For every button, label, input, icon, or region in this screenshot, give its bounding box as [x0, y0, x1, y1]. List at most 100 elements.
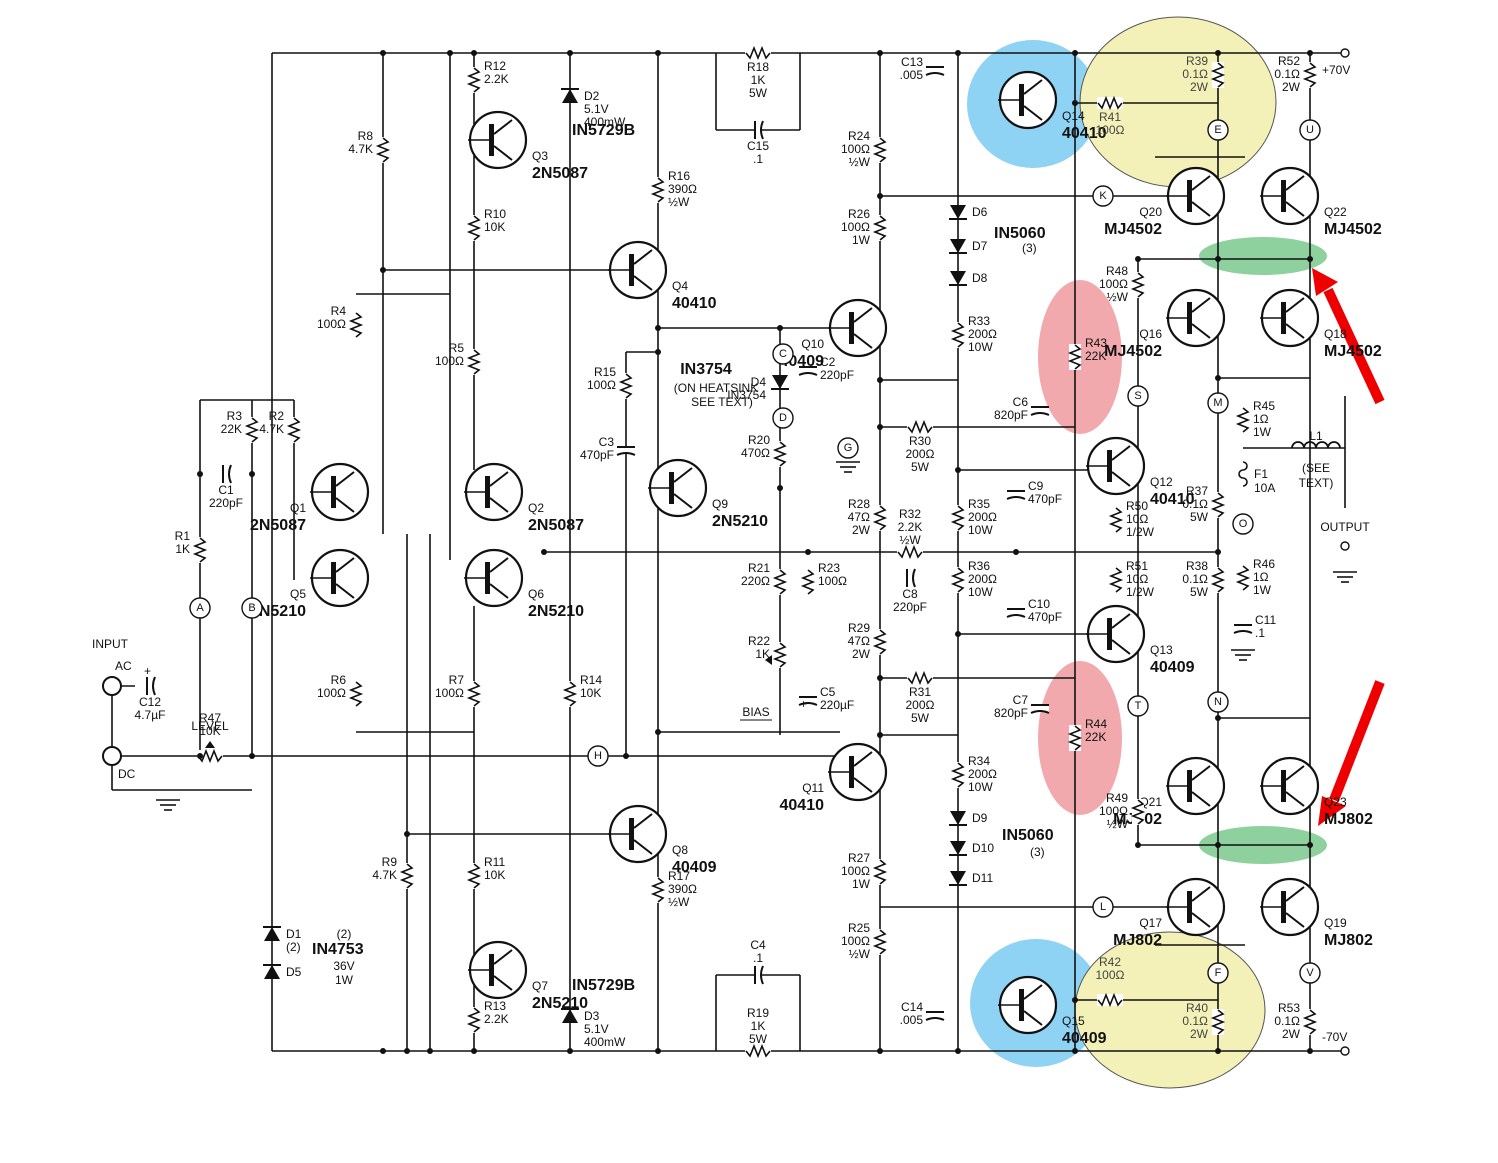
node-e — [1207, 119, 1229, 141]
junction-dot — [404, 831, 410, 837]
diode-triangle — [264, 965, 280, 979]
transistor-q8 — [608, 804, 668, 864]
capacitor-gap — [617, 446, 635, 454]
node-letter: M — [1213, 397, 1222, 409]
resistor-value: 220Ω — [741, 574, 770, 588]
transistor-q16 — [1166, 288, 1226, 348]
resistor-ref: R46 — [1253, 557, 1275, 571]
transistor-part: 40410 — [1150, 491, 1195, 508]
resistor-value: 0.1Ω — [1182, 67, 1208, 81]
resistor-rating: ½W — [899, 533, 921, 547]
transistor-q13 — [1086, 604, 1146, 664]
resistor-zigzag — [950, 505, 966, 531]
resistor-zigzag — [872, 137, 888, 163]
resistor-value: 100Ω — [1099, 804, 1128, 818]
resistor-r20 — [772, 441, 788, 467]
resistor-value: 1K — [175, 542, 190, 556]
resistor-rating: ½W — [849, 947, 871, 961]
transistor-emitter — [1191, 323, 1211, 339]
capacitor-ref: C2 — [820, 355, 836, 369]
capacitor-value: 220µF — [820, 698, 854, 712]
transistor-part: 2N5210 — [528, 603, 584, 620]
component-layer: Q12N5087Q52N5210Q22N5087Q62N5210Q32N5087… — [92, 45, 1382, 1059]
transistor-part: MJ802 — [1324, 811, 1373, 828]
resistor-ref: R1 — [175, 529, 191, 543]
transistor-collector — [489, 471, 509, 487]
resistor-ref: R47 — [199, 711, 221, 725]
node-letter: E — [1214, 124, 1221, 136]
capacitor-gap — [906, 569, 914, 587]
transistor-base-bar — [1281, 180, 1286, 212]
resistor-value: 1K — [751, 1019, 766, 1033]
diode-ref: D4 — [751, 375, 767, 389]
input-label: INPUT — [92, 637, 129, 651]
resistor-rating: 5W — [749, 1032, 768, 1046]
transistor-collector — [1111, 613, 1131, 629]
inductor-coil — [1291, 441, 1341, 449]
resistor-zigzag — [1067, 725, 1083, 751]
transistor-ref: Q20 — [1139, 205, 1162, 219]
transistor-part: 2N5210 — [712, 513, 768, 530]
transistor-emitter — [633, 839, 653, 855]
resistor-value: 0.1Ω — [1182, 497, 1208, 511]
transistor-part: MJ4502 — [1104, 343, 1162, 360]
diode-ref: D7 — [972, 239, 988, 253]
diode-d5 — [263, 964, 281, 979]
resistor-r14 — [562, 681, 578, 707]
input-dc-jack — [102, 746, 122, 766]
resistor-ref: R50 — [1126, 499, 1148, 513]
junction-dot — [1307, 50, 1313, 56]
junction-dot — [567, 50, 573, 56]
transistor-emitter — [335, 497, 355, 513]
capacitor-ref: C6 — [1013, 395, 1029, 409]
resistor-value: 100Ω — [317, 317, 346, 331]
node-o — [1232, 513, 1254, 535]
resistor-r19 — [745, 1043, 771, 1059]
capacitor-plate — [1030, 710, 1050, 714]
node-letter: A — [196, 602, 204, 614]
node-circle — [772, 407, 794, 429]
resistor-zigzag — [772, 441, 788, 467]
resistor-rating: 1W — [852, 233, 871, 247]
diode-d3 — [561, 1008, 579, 1023]
transistor-collector — [1285, 886, 1305, 902]
transistor-base-bar — [849, 756, 854, 788]
node-circle — [587, 745, 609, 767]
node-letter: O — [1239, 518, 1248, 530]
resistor-ref: R7 — [449, 673, 465, 687]
node-a — [189, 597, 211, 619]
diode-rating: 5.1V — [584, 1022, 609, 1036]
resistor-ref: R28 — [848, 497, 870, 511]
transistor-base-bar — [1187, 891, 1192, 923]
node-g — [837, 437, 859, 459]
diode-rating: (2) — [286, 940, 301, 954]
resistor-r4 — [348, 312, 364, 338]
resistor-value: 100Ω — [317, 686, 346, 700]
junction-dot — [1215, 715, 1221, 721]
transistor-q2 — [464, 462, 524, 522]
transistor-emitter — [1285, 201, 1305, 217]
resistor-value: 100Ω — [435, 354, 464, 368]
capacitor-value: 220pF — [820, 368, 854, 382]
node-c — [772, 343, 794, 365]
transistor-q7 — [468, 940, 528, 1000]
capacitor-plate — [1006, 614, 1026, 618]
resistor-value: 10Ω — [1126, 512, 1148, 526]
resistor-value: 2.2K — [484, 1012, 509, 1026]
resistor-r50 — [1108, 507, 1124, 533]
capacitor-value: 470pF — [580, 448, 614, 462]
transistor-emitter — [1285, 912, 1305, 928]
resistor-ref: R36 — [968, 559, 990, 573]
diode-triangle — [950, 871, 966, 885]
resistor-ref: R53 — [1278, 1001, 1300, 1015]
resistor-zigzag — [466, 67, 482, 93]
resistor-zigzag — [950, 322, 966, 348]
transistor-ref: Q8 — [672, 843, 688, 857]
neg-rail-label: -70V — [1322, 1030, 1347, 1044]
resistor-ref: R30 — [909, 434, 931, 448]
resistor-ref: R15 — [594, 365, 616, 379]
transistor-q10 — [828, 298, 888, 358]
transistor-q9 — [648, 458, 708, 518]
resistor-r46 — [1235, 565, 1251, 591]
resistor-ref: R23 — [818, 561, 840, 575]
